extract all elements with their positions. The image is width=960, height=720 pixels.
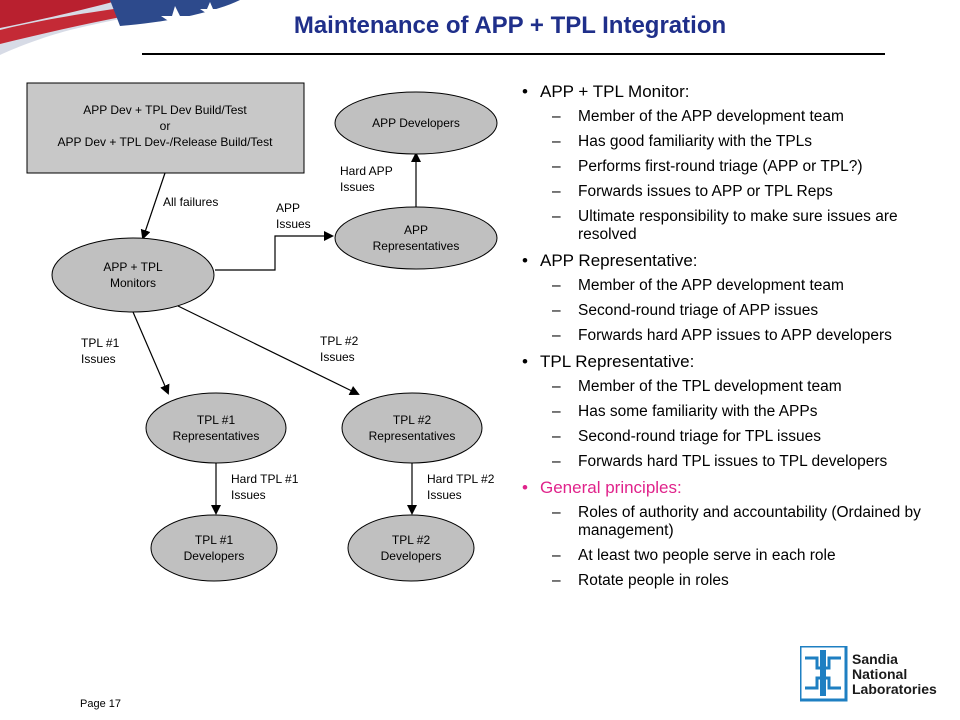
label-tpl2-issues-2: Issues — [320, 350, 355, 364]
tpl2-reps-line2: Representatives — [369, 429, 456, 443]
label-app-issues-2: Issues — [276, 217, 311, 231]
list-item: –Has good familiarity with the TPLs — [552, 133, 813, 150]
label-hard-app-1: Hard APP — [340, 164, 393, 178]
title-divider — [142, 53, 885, 55]
logo-line: Laboratories — [852, 681, 937, 697]
bullet-list: •APP + TPL Monitor: –Member of the APP d… — [520, 82, 940, 597]
monitors-node — [51, 237, 215, 313]
flag-decoration — [0, 0, 240, 55]
app-representatives-node — [334, 206, 498, 270]
label-tpl2-issues-1: TPL #2 — [320, 334, 359, 348]
section-heading-app-rep: •APP Representative: — [522, 251, 698, 270]
list-item: –Roles of authority and accountability (… — [552, 504, 921, 539]
logo-text: Sandia National Laboratories — [852, 652, 937, 697]
tpl1-devs-line2: Developers — [184, 549, 245, 563]
app-reps-line1: APP — [404, 223, 428, 237]
list-item: –Second-round triage for TPL issues — [552, 428, 821, 445]
tpl1-representatives-node — [145, 392, 287, 464]
list-item: –Performs first-round triage (APP or TPL… — [552, 158, 863, 175]
tpl2-devs-line1: TPL #2 — [392, 533, 431, 547]
app-developers-label: APP Developers — [372, 116, 460, 130]
logo-line: National — [852, 666, 908, 682]
list-item: –Member of the TPL development team — [552, 378, 842, 395]
build-box-line2: or — [160, 119, 171, 133]
list-item: –Member of the APP development team — [552, 108, 844, 125]
label-hard-tpl2-1: Hard TPL #2 — [427, 472, 495, 486]
edge-build-to-monitors — [140, 172, 166, 240]
section-heading-general: •General principles: — [522, 478, 682, 497]
tpl1-developers-node — [150, 514, 278, 582]
label-hard-app-2: Issues — [340, 180, 375, 194]
label-tpl1-issues-1: TPL #1 — [81, 336, 120, 350]
tpl2-developers-node — [347, 514, 475, 582]
tpl2-representatives-node — [341, 392, 483, 464]
logo-line: Sandia — [852, 651, 898, 667]
slide-title: Maintenance of APP + TPL Integration — [293, 12, 727, 39]
label-tpl1-issues-2: Issues — [81, 352, 116, 366]
edge-monitors-to-tpl2-reps — [177, 305, 360, 395]
app-developers-node — [334, 91, 498, 155]
build-box-line3: APP Dev + TPL Dev-/Release Build/Test — [58, 135, 274, 149]
list-item: –Second-round triage of APP issues — [552, 302, 819, 319]
tpl1-devs-line1: TPL #1 — [195, 533, 234, 547]
app-reps-line2: Representatives — [373, 239, 460, 253]
list-item: –Forwards issues to APP or TPL Reps — [552, 183, 833, 200]
edge-monitors-to-tpl1-reps — [132, 311, 170, 395]
tpl1-reps-line1: TPL #1 — [197, 413, 236, 427]
section-heading-monitor: •APP + TPL Monitor: — [522, 82, 690, 101]
edge-monitors-to-app-reps — [215, 231, 334, 271]
label-hard-tpl1-1: Hard TPL #1 — [231, 472, 299, 486]
build-test-box — [26, 82, 305, 174]
label-all-failures: All failures — [163, 195, 218, 209]
monitors-line2: Monitors — [110, 276, 156, 290]
flow-diagram: APP Dev + TPL Dev Build/Test or APP Dev … — [26, 82, 498, 582]
label-hard-tpl1-2: Issues — [231, 488, 266, 502]
label-app-issues-1: APP — [276, 201, 300, 215]
list-item: –Has some familiarity with the APPs — [552, 403, 818, 420]
tpl1-reps-line2: Representatives — [173, 429, 260, 443]
section-heading-tpl-rep: •TPL Representative: — [522, 352, 695, 371]
sandia-logo-icon — [800, 646, 848, 702]
label-hard-tpl2-2: Issues — [427, 488, 462, 502]
list-item: –Ultimate responsibility to make sure is… — [552, 208, 898, 243]
monitors-line1: APP + TPL — [103, 260, 163, 274]
list-item: –At least two people serve in each role — [552, 547, 836, 564]
list-item: –Forwards hard TPL issues to TPL develop… — [552, 453, 888, 470]
build-box-line1: APP Dev + TPL Dev Build/Test — [83, 103, 247, 117]
list-item: –Rotate people in roles — [552, 572, 729, 589]
tpl2-devs-line2: Developers — [381, 549, 442, 563]
list-item: –Forwards hard APP issues to APP develop… — [552, 327, 892, 344]
list-item: –Member of the APP development team — [552, 277, 844, 294]
page-number: Page 17 — [80, 698, 121, 710]
tpl2-reps-line1: TPL #2 — [393, 413, 432, 427]
